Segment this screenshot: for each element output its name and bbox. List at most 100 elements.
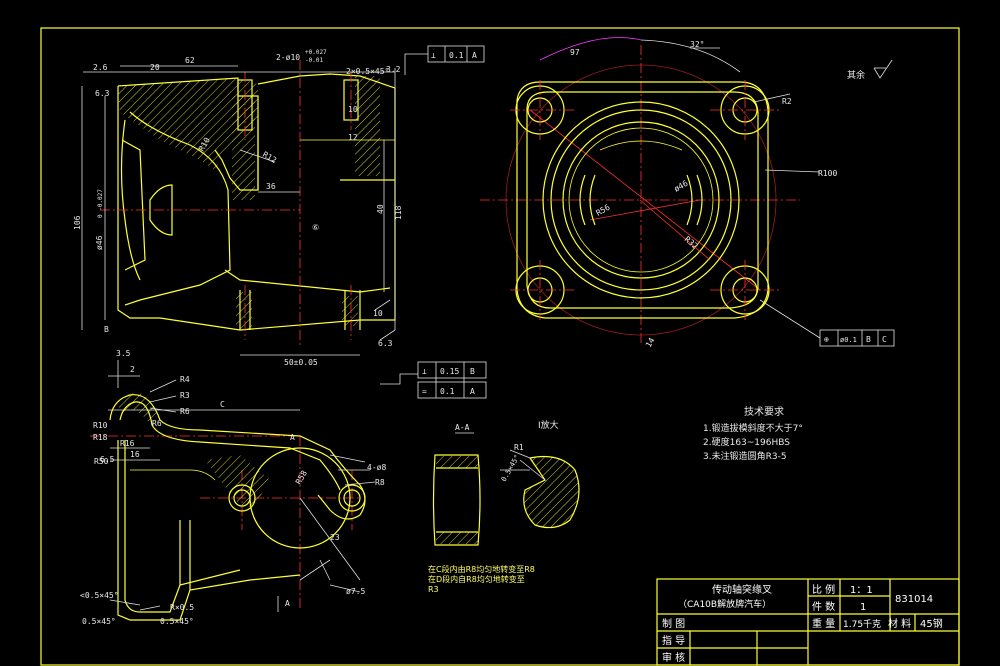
tb-material-label: 材 料 bbox=[888, 617, 911, 630]
fv-dim-bore-tol-up: +0.027 bbox=[305, 49, 327, 56]
sv-dim-angle: 32° bbox=[690, 40, 704, 49]
sec-dim-r50: R50 bbox=[94, 457, 109, 466]
tech-req-title: 技术要求 bbox=[744, 405, 784, 418]
tb-drawn-label: 制 图 bbox=[662, 617, 685, 630]
sv-dim-r: R56 bbox=[595, 203, 612, 218]
sec-dim-r6a: R6 bbox=[180, 407, 190, 416]
fv-dim-overall: 106 bbox=[73, 215, 82, 230]
sec-dim-r4: R4 bbox=[180, 375, 190, 384]
fv-dim-3-2: 3.2 bbox=[386, 65, 401, 74]
fv-dim-2-6: 2.6 bbox=[93, 63, 108, 72]
tech-req-item-1: 1.锻造拔模斜度不大于7° bbox=[703, 422, 803, 434]
roughness-note: 其余 bbox=[847, 69, 865, 81]
detail-i: I放大 0.5×45° R1 bbox=[500, 419, 580, 529]
note-line-1: 在C段内由R8均匀地转变至R8 bbox=[428, 564, 535, 574]
tb-part-sub: （CA10B解放牌汽车） bbox=[678, 598, 771, 610]
sec-label-c: C bbox=[220, 400, 225, 409]
sec-dim-chamfer-4: R×0.5 bbox=[170, 603, 194, 612]
tb-part-name: 传动轴突缘叉 bbox=[712, 583, 772, 596]
fv-gtol-datum: A bbox=[472, 51, 477, 60]
front-view: ⊥ 0.1 A 2.6 20 62 2-ø10 +0.027 -0.01 2×0… bbox=[73, 45, 485, 367]
transition-notes: 在C段内由R8均匀地转变至R8 在D段内自R8均匀地转变至 R3 bbox=[428, 564, 535, 594]
sheet-border bbox=[40, 27, 960, 666]
sec-dim-r16: R16 bbox=[120, 439, 135, 448]
sec-dim-r3: R3 bbox=[180, 391, 190, 400]
fv-dim-6-3: 6.3 bbox=[95, 89, 110, 98]
fv-dim-bore: 2-ø10 bbox=[276, 53, 300, 62]
sv-gtol-symbol: ⊕ bbox=[824, 335, 829, 344]
tech-req-item-3: 3.未注锻造圆角R3-5 bbox=[703, 450, 787, 462]
sec-gtol2-symbol: = bbox=[422, 387, 427, 396]
fv-gtol-value: 0.1 bbox=[449, 51, 464, 60]
sec-label-a-bot: A bbox=[285, 599, 290, 608]
fv-gtol-symbol: ⊥ bbox=[431, 51, 436, 60]
tb-check-label: 指 导 bbox=[662, 634, 685, 647]
tb-drawing-no: 831014 bbox=[895, 594, 933, 605]
tb-qty-label: 件 数 bbox=[812, 600, 835, 613]
fv-dim-bore-tol-dn: -0.01 bbox=[305, 57, 323, 64]
sec-gtol1-datum: B bbox=[470, 367, 475, 376]
fv-dim-12: 12 bbox=[348, 133, 358, 142]
sec-dim-2: 2 bbox=[130, 365, 135, 374]
sec-dim-r18: R18 bbox=[93, 433, 108, 442]
sv-dim-r100: R100 bbox=[818, 169, 837, 178]
detail-title: I放大 bbox=[538, 419, 559, 431]
sec-dim-chamfer-2: 0.5×45° bbox=[82, 617, 116, 626]
roughness-symbol: 其余 bbox=[847, 59, 893, 81]
fv-dim-10: 10 bbox=[373, 309, 383, 318]
fv-dim-62: 62 bbox=[185, 56, 195, 65]
sec-dim-6-5: 6.5 bbox=[100, 455, 115, 464]
sv-dim-r2: R2 bbox=[782, 97, 792, 106]
note-line-3: R3 bbox=[428, 585, 439, 594]
sec-dim-23: 23 bbox=[330, 533, 340, 542]
fv-dim-bore-left-tol: 0 -0.027 bbox=[97, 189, 104, 218]
side-view: ⊕ ø0.1 B C 97 32° R2 R100 ø46 R56 R32 14 bbox=[480, 37, 895, 349]
sec-gtol2-datum: A bbox=[470, 387, 475, 396]
fv-dim-r12: R12 bbox=[261, 150, 278, 165]
sv-dim-left: 14 bbox=[644, 336, 657, 349]
tb-scale-label: 比 例 bbox=[812, 583, 835, 596]
sv-gtol-datum-c: C bbox=[882, 335, 887, 344]
fv-circle-6: ⑥ bbox=[312, 223, 319, 232]
sec-dim-r6b: R6 bbox=[152, 419, 162, 428]
fv-dim-b: B bbox=[104, 325, 109, 334]
aa-section: A-A bbox=[432, 423, 481, 546]
fv-dim-bore-left: ø46 bbox=[95, 235, 104, 250]
fv-dim-10-side: 10 bbox=[348, 105, 358, 114]
fv-dim-118: 118 bbox=[394, 205, 403, 220]
tb-weight-value: 1.75千克 bbox=[843, 619, 881, 630]
tb-material-value: 45钢 bbox=[920, 617, 943, 630]
technical-requirements: 技术要求 1.锻造拔模斜度不大于7° 2.硬度163~196HBS 3.未注锻造… bbox=[703, 405, 803, 462]
sec-dim-16: 16 bbox=[130, 450, 140, 459]
section-view: 3.5 2 R4 R3 R6 R6 R10 C A A R16 R18 16 R… bbox=[80, 349, 487, 626]
sv-gtol-datum-b: B bbox=[866, 335, 871, 344]
sv-gtol-value: ø0.1 bbox=[840, 336, 857, 344]
sv-dim-top: 97 bbox=[570, 48, 580, 57]
tb-qty-value: 1 bbox=[860, 602, 866, 613]
detail-dim-chamfer: 0.5×45° bbox=[500, 453, 522, 483]
sec-dim-3-5: 3.5 bbox=[116, 349, 131, 358]
detail-dim-r1: R1 bbox=[514, 443, 524, 452]
note-line-2: 在D段内自R8均匀地转变至 bbox=[428, 574, 525, 584]
fv-dim-20: 20 bbox=[150, 63, 160, 72]
sec-dim-chamfer-1: <0.5×45° bbox=[80, 591, 119, 600]
fv-dim-50: 50±0.05 bbox=[284, 358, 318, 367]
fv-dim-40: 40 bbox=[376, 204, 385, 214]
sec-gtol1-symbol: ⊥ bbox=[422, 367, 427, 376]
sec-gtol1-value: 0.15 bbox=[440, 367, 459, 376]
sec-label-a-top: A bbox=[290, 433, 295, 442]
sv-dim-ctr: ø46 bbox=[673, 179, 690, 194]
tb-review-label: 审 核 bbox=[662, 651, 685, 664]
sec-dim-r10: R10 bbox=[93, 421, 108, 430]
sec-dim-r7-5: ø7.5 bbox=[346, 587, 365, 596]
sec-dim-r8: R8 bbox=[375, 478, 385, 487]
fv-dim-36: 36 bbox=[266, 182, 276, 191]
fv-dim-chamfer: 2×0.5×45° bbox=[346, 67, 389, 76]
sec-dim-chamfer-3: 0.5×45° bbox=[160, 617, 194, 626]
tb-weight-label: 重 量 bbox=[812, 617, 835, 630]
sec-dim-holes: 4-ø8 bbox=[367, 463, 386, 472]
tb-scale-value: 1：1 bbox=[850, 585, 873, 596]
aa-title: A-A bbox=[455, 423, 470, 432]
